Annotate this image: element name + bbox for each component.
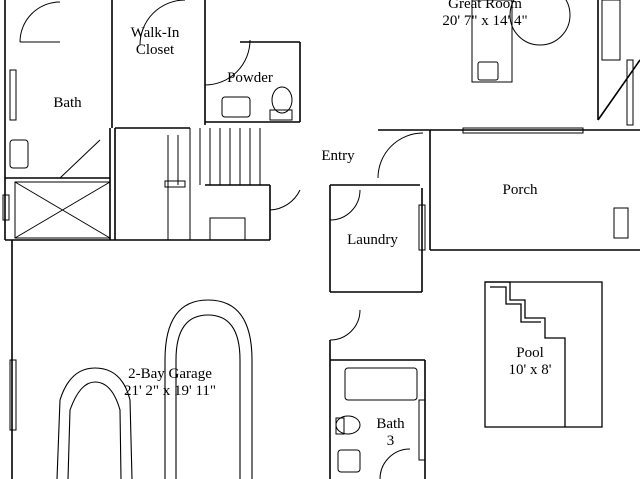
- great-room-label: Great Room 20' 7" x 14' 4": [420, 0, 550, 30]
- pool-label: Pool 10' x 8': [490, 345, 570, 379]
- great-room-dimensions: 20' 7" x 14' 4": [442, 13, 528, 29]
- pool-dimensions: 10' x 8': [508, 362, 552, 378]
- bath3-line2: 3: [386, 433, 395, 449]
- windows: [2, 59, 634, 461]
- walk-in-closet-line2: Closet: [135, 42, 175, 58]
- doors: [19, 0, 424, 479]
- porch-label: Porch: [502, 182, 538, 198]
- bath3-line1: Bath: [376, 416, 405, 432]
- stairs: [164, 128, 261, 241]
- bath3-label: Bath 3: [368, 416, 413, 450]
- walk-in-closet-label: Walk-In Closet: [115, 25, 195, 59]
- laundry-label: Laundry: [347, 232, 398, 248]
- cars: [56, 299, 253, 479]
- pool-name: Pool: [516, 345, 544, 361]
- pool-outline: [484, 281, 603, 428]
- great-room-name: Great Room: [448, 0, 522, 12]
- powder-label: Powder: [227, 70, 273, 86]
- bath-label: Bath: [53, 95, 82, 111]
- fixtures: [9, 0, 629, 473]
- walls: [4, 0, 640, 479]
- garage-label: 2-Bay Garage 21' 2" x 19' 11": [95, 366, 245, 400]
- garage-name: 2-Bay Garage: [128, 366, 212, 382]
- garage-dimensions: 21' 2" x 19' 11": [123, 383, 217, 399]
- walk-in-closet-line1: Walk-In: [130, 25, 180, 41]
- entry-label: Entry: [321, 148, 355, 164]
